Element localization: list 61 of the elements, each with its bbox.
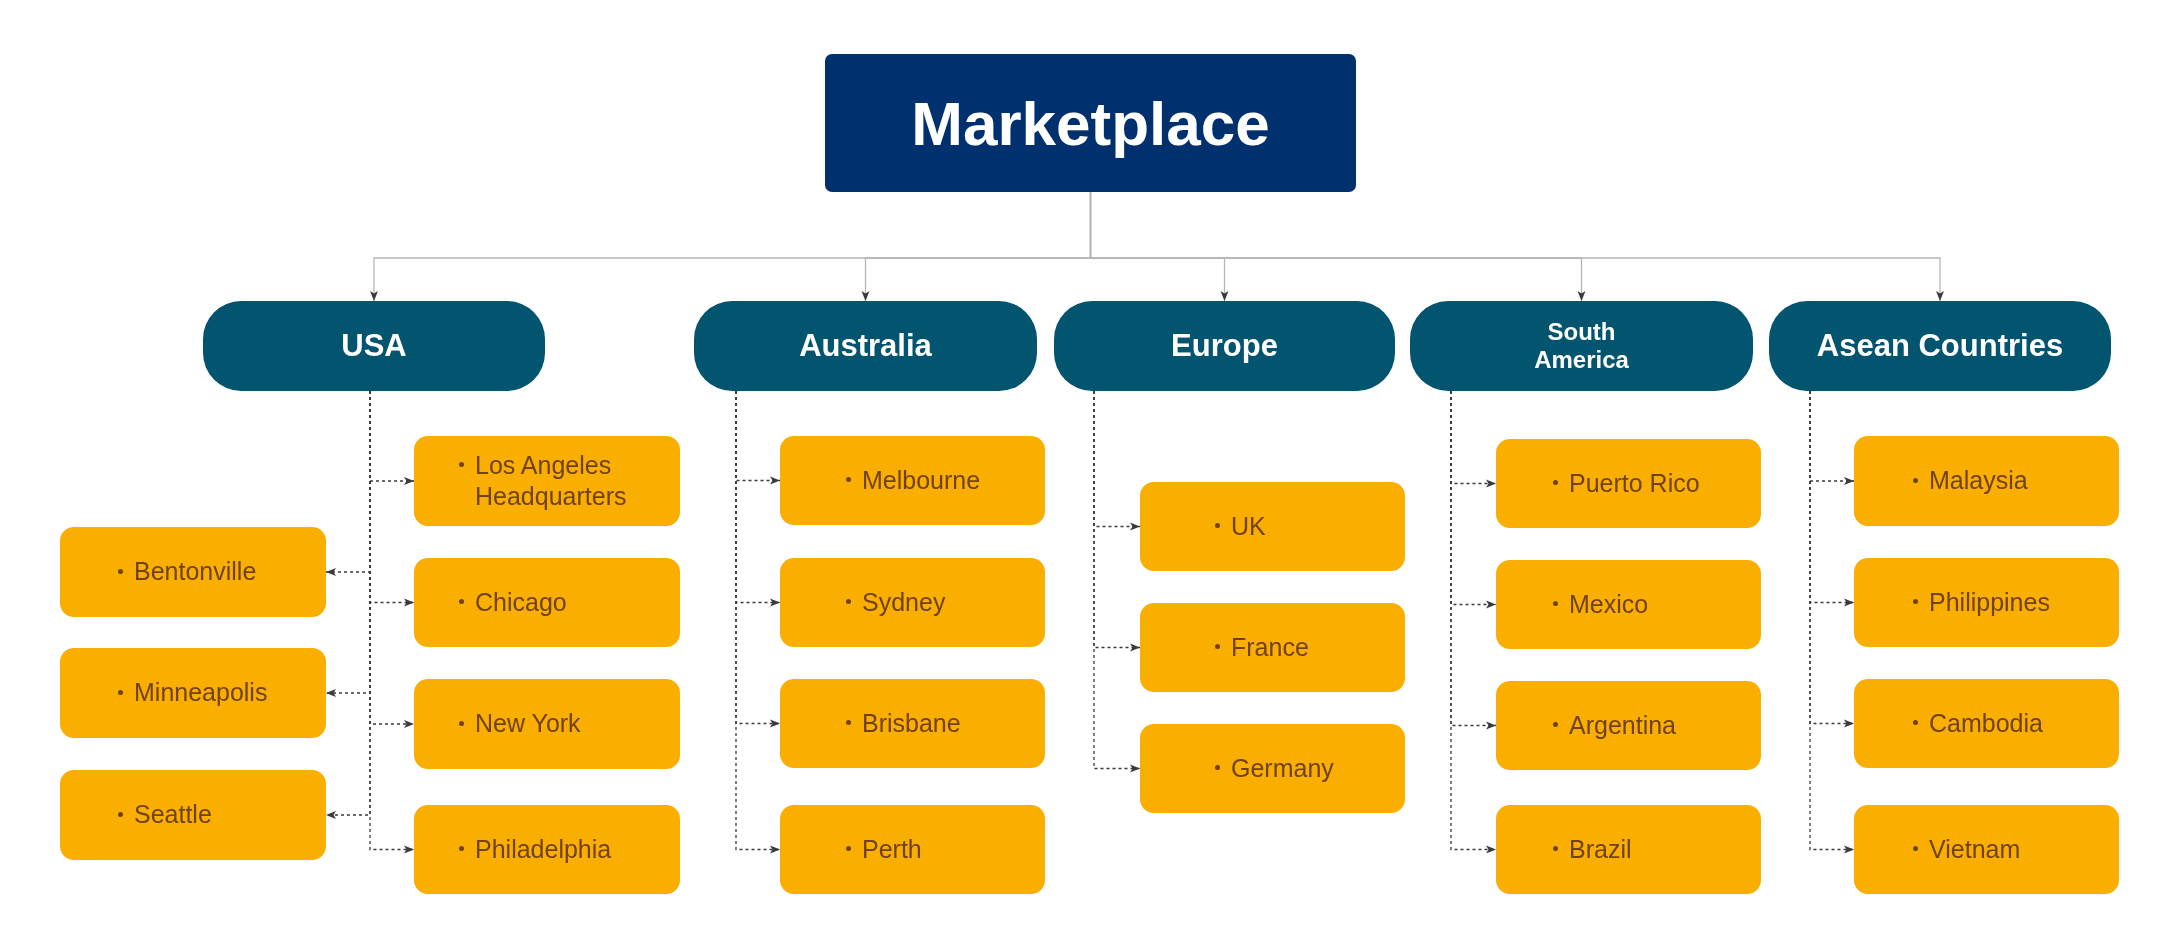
location-item: France: [1215, 631, 1309, 664]
location-item: Cambodia: [1913, 707, 2043, 740]
location-box: [1854, 679, 2119, 768]
location-item: Seattle: [118, 799, 212, 831]
location-box: [1854, 436, 2119, 526]
location-item: UK: [1215, 510, 1266, 543]
location-box: [414, 679, 680, 769]
location-item: Vietnam: [1913, 833, 2021, 866]
location-item: Bentonville: [118, 556, 257, 588]
location-box: [414, 558, 680, 647]
region-label: Europe: [1171, 328, 1278, 364]
location-box: [1140, 724, 1405, 813]
region-box: [203, 301, 545, 391]
location-box: [1496, 805, 1761, 894]
region-label: USA: [341, 328, 407, 364]
dashed-arrow: [735, 390, 781, 854]
connector-arrow: [1089, 191, 1944, 302]
location-box: [780, 805, 1045, 894]
region-box: [694, 301, 1037, 391]
location-item: Minneapolis: [118, 677, 268, 709]
location-box: [414, 436, 680, 526]
location-box: [1140, 482, 1405, 571]
location-item: New York: [459, 708, 581, 740]
location-box: [1140, 603, 1405, 692]
region-box: [1769, 301, 2111, 391]
location-box: [60, 770, 326, 860]
location-item: Brisbane: [846, 707, 961, 740]
location-item: Argentina: [1553, 709, 1677, 742]
location-item: Philippines: [1913, 586, 2050, 619]
region-label: South America: [1533, 318, 1630, 374]
region-label: Asean Countries: [1816, 328, 2064, 364]
region-box: [1054, 301, 1395, 391]
location-item: Perth: [846, 833, 922, 866]
location-item: Sydney: [846, 586, 946, 619]
location-box: [1854, 805, 2119, 894]
region-box: [1410, 301, 1753, 391]
location-box: [1854, 558, 2119, 647]
dashed-arrow: [1809, 390, 1855, 854]
location-box: [1496, 681, 1761, 770]
dashed-arrow: [1450, 390, 1497, 854]
location-item: Malaysia: [1913, 465, 2028, 497]
location-item: Germany: [1215, 752, 1334, 785]
location-box: [60, 527, 326, 617]
location-box: [60, 648, 326, 738]
location-item: Philadelphia: [459, 833, 612, 866]
location-box: [1496, 560, 1761, 649]
root-box: [825, 54, 1356, 192]
location-item: Mexico: [1553, 588, 1649, 621]
location-box: [780, 436, 1045, 525]
location-item: Los Angeles Headquarters: [459, 449, 680, 513]
location-item: Melbourne: [846, 464, 981, 497]
region-label: Australia: [799, 328, 932, 364]
location-box: [780, 558, 1045, 647]
root-label: Marketplace: [911, 87, 1270, 159]
location-box: [1496, 439, 1761, 528]
location-box: [780, 679, 1045, 768]
dashed-arrow: [1093, 390, 1141, 773]
location-box: [414, 805, 680, 894]
location-item: Brazil: [1553, 833, 1632, 866]
location-item: Puerto Rico: [1553, 467, 1700, 500]
location-item: Chicago: [459, 586, 567, 619]
